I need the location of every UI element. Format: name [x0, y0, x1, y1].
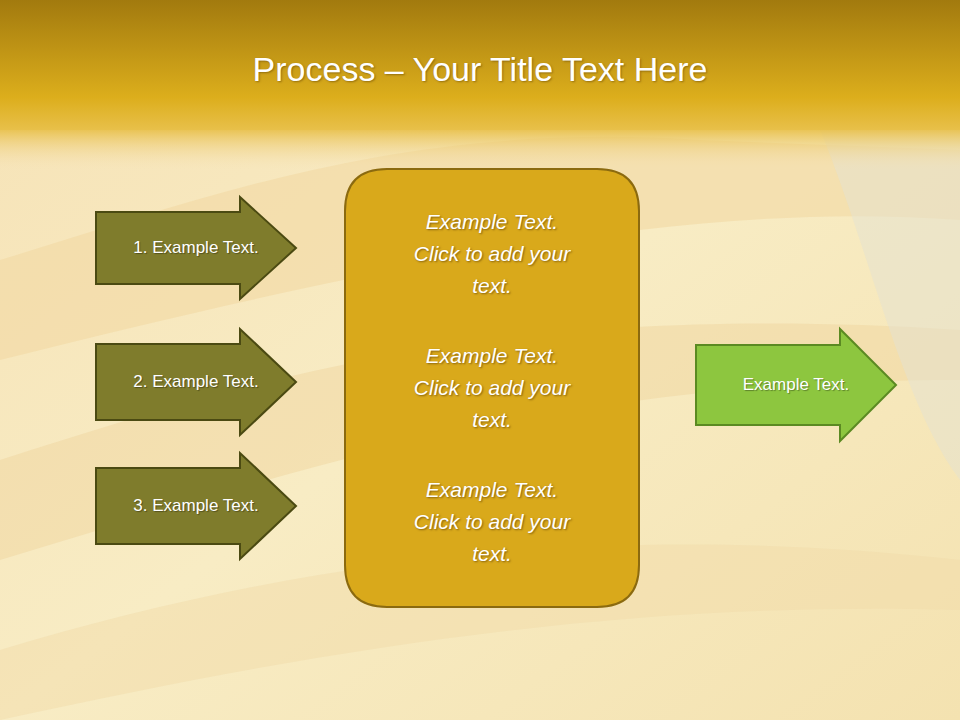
arrow-label: 2. Example Text. — [133, 372, 258, 392]
shape-outline — [96, 453, 296, 559]
slide-title: Process – Your Title Text Here — [0, 50, 960, 89]
shape-outline — [696, 329, 896, 441]
input-arrow: 3. Example Text. — [95, 452, 297, 560]
box-text: Example Text. Click to add your text. — [402, 340, 582, 436]
input-arrow: 1. Example Text. — [95, 196, 297, 300]
arrow-label: Example Text. — [743, 375, 849, 395]
output-arrow: Example Text. — [695, 328, 897, 442]
shape-outline — [345, 169, 639, 607]
box-text: Example Text. Click to add your text. — [402, 474, 582, 570]
shape-outline — [96, 329, 296, 435]
process-box: Example Text. Click to add your text. Exa… — [344, 168, 640, 608]
input-arrow: 2. Example Text. — [95, 328, 297, 436]
arrow-label: 1. Example Text. — [133, 238, 258, 258]
shape-outline — [96, 197, 296, 299]
arrow-label: 3. Example Text. — [133, 496, 258, 516]
box-text: Example Text. Click to add your text. — [402, 206, 582, 302]
